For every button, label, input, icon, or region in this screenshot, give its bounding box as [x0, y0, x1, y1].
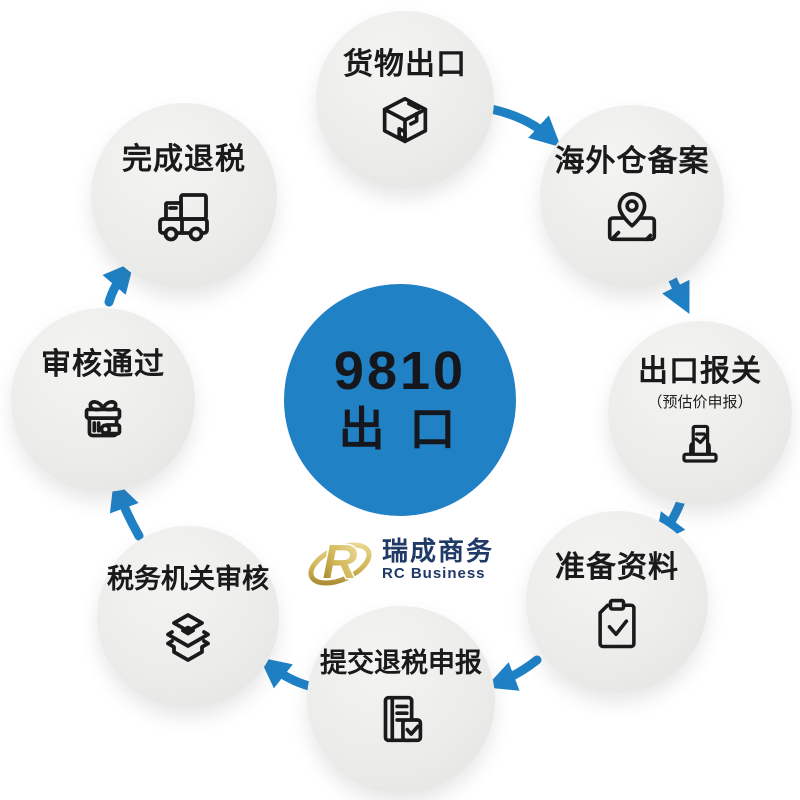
arrow-passed-to-complete — [102, 261, 134, 307]
center-circle: 9810 出 口 — [284, 284, 516, 516]
logo-mark-letter: R — [323, 536, 358, 589]
arrow-warehouse-to-customs — [662, 271, 690, 314]
map-pin-icon — [601, 188, 663, 250]
center-word: 出 口 — [338, 402, 462, 455]
step-label: 货物出口 — [343, 47, 467, 81]
center-code: 9810 — [333, 340, 467, 401]
step-label: 准备资料 — [555, 550, 679, 584]
logo: R 瑞成商务 RC Business — [302, 522, 494, 598]
step-goods-export: 货物出口 — [316, 11, 494, 189]
step-submit-refund: 提交退税申报 — [307, 606, 495, 794]
seal-icon — [156, 605, 220, 669]
logo-cn: 瑞成商务 — [382, 535, 495, 566]
step-label: 完成退税 — [122, 142, 246, 176]
step-prepare-materials: 准备资料 — [526, 511, 708, 693]
gift-box-icon — [72, 391, 134, 453]
arrow-submit-to-review — [259, 657, 314, 691]
logo-en: RC Business — [382, 565, 486, 583]
arrow-goods-to-warehouse — [486, 104, 562, 148]
ledger-check-icon — [370, 689, 432, 751]
truck-icon — [152, 186, 216, 250]
step-label: 海外仓备案 — [554, 144, 710, 178]
step-label: 审核通过 — [41, 347, 165, 381]
clipboard-check-icon — [587, 594, 647, 654]
step-sublabel: （预估价申报） — [647, 393, 753, 411]
logo-mark: R — [308, 535, 372, 591]
step-refund-complete: 完成退税 — [91, 103, 277, 289]
step-label: 提交退税申报 — [320, 648, 482, 679]
step-label: 税务机关审核 — [107, 564, 269, 595]
step-overseas-warehouse: 海外仓备案 — [540, 105, 724, 289]
step-export-customs: 出口报关 （预估价申报） — [608, 321, 792, 505]
step-tax-authority-review: 税务机关审核 — [97, 526, 279, 708]
package-box-icon — [374, 91, 436, 153]
arrow-review-to-passed — [109, 479, 144, 541]
step-review-passed: 审核通过 — [11, 308, 195, 492]
step-label: 出口报关 — [638, 354, 762, 388]
arrow-materials-to-submit — [485, 655, 542, 691]
customs-declaration-icon — [673, 418, 727, 472]
